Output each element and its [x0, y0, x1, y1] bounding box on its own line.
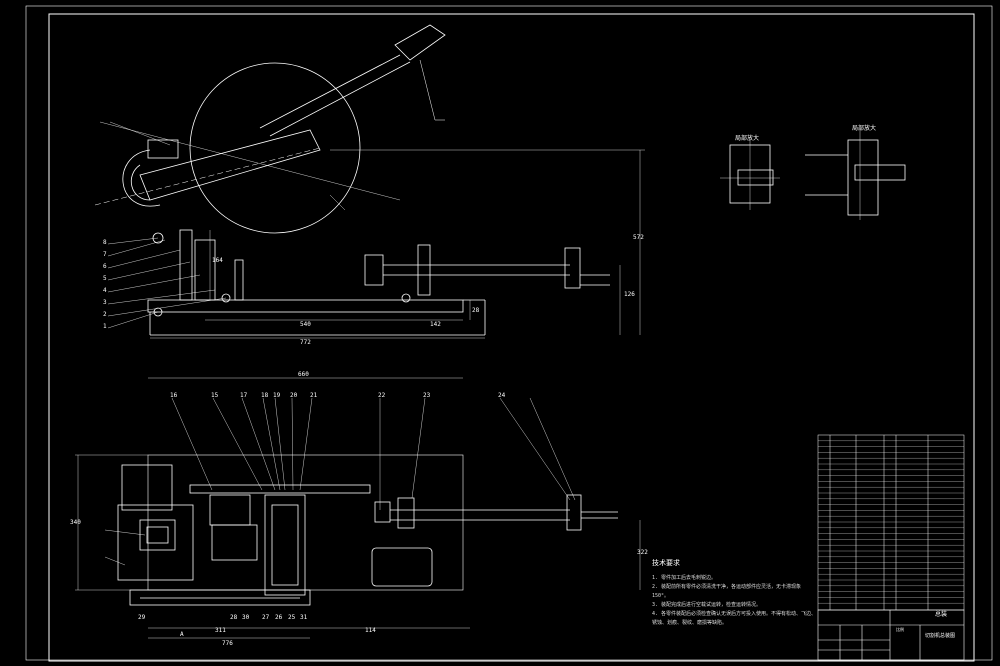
detail-views: [720, 130, 906, 220]
part-number-label: 2: [103, 311, 107, 318]
callout-label: 18: [261, 392, 269, 399]
motor: [121, 464, 173, 511]
title-block-total: 总装: [935, 611, 948, 618]
tech-requirement-line: 3. 装配完成后进行空载试运转，检查运转情况。: [652, 602, 762, 608]
elevation-view: [94, 24, 645, 339]
part-number-label: 8: [103, 239, 107, 246]
part-number-label: 6: [103, 263, 107, 270]
saw-blade: [189, 62, 361, 234]
blade-guard: [122, 149, 161, 207]
callout-label: 19: [273, 392, 281, 399]
dim-plan-width: 660: [298, 371, 309, 378]
callout-label: 25: [288, 614, 296, 621]
dim-top-right-small: 126: [624, 291, 635, 298]
bom-rows: [818, 440, 964, 604]
dim-plan-height: 340: [70, 519, 81, 526]
title-block: [817, 609, 965, 661]
handle-grip: [394, 24, 446, 61]
callout-label: 21: [310, 392, 318, 399]
tech-requirement-line: 2. 装配前所有零件必须清洗干净，各运动部件应灵活，无卡滞现象: [652, 584, 802, 590]
inner-border: [48, 13, 975, 662]
dim-plan-left2: 322: [637, 549, 648, 556]
part-number-label: 7: [103, 251, 107, 258]
dim-top-overall: 772: [300, 339, 311, 346]
outer-border: [25, 5, 993, 661]
dim-top-small: 28: [472, 307, 480, 314]
detail-right-label: 局部放大: [852, 125, 877, 132]
callout-label: 22: [378, 392, 386, 399]
callout-label: 30: [242, 614, 250, 621]
dim-top-vertical-left: 164: [212, 257, 223, 264]
base-plate: [147, 299, 464, 313]
tech-requirement-line: 1. 零件加工后去毛刺锐边。: [652, 575, 717, 581]
plan-view: [75, 377, 641, 639]
tech-requirement-line: 150°。: [652, 593, 670, 599]
callout-label: 23: [423, 392, 431, 399]
callout-label: 16: [170, 392, 178, 399]
callout-label: 24: [498, 392, 506, 399]
part-number-label: 1: [103, 323, 107, 330]
dim-plan-side: A: [180, 631, 184, 638]
part-number-label: 5: [103, 275, 107, 282]
callout-label: 29: [138, 614, 146, 621]
dim-top-len-2: 142: [430, 321, 441, 328]
callout-label: 26: [275, 614, 283, 621]
callout-label: 27: [262, 614, 270, 621]
dim-top-height: 572: [633, 234, 644, 241]
saw-arm: [139, 129, 321, 201]
part-number-label: 4: [103, 287, 107, 294]
dim-plan-total: 776: [222, 640, 233, 647]
dim-plan-right: 114: [365, 627, 376, 634]
callout-label: 20: [290, 392, 298, 399]
title-block-name: 切割机总装图: [925, 633, 956, 639]
tech-requirement-line: 4. 各零件装配后必须检查确认无误后方可投入使用。不得有松动、飞边、: [652, 611, 817, 617]
plan-outline: [147, 454, 464, 591]
callout-label: 28: [230, 614, 238, 621]
tech-requirement-line: 锈蚀、划痕、裂纹、磨损等缺陷。: [652, 620, 728, 626]
dim-top-len-1: 540: [300, 321, 311, 328]
title-block-scale: 比例: [896, 627, 904, 632]
callout-label: 17: [240, 392, 248, 399]
tech-requirements-title: 技术要求: [652, 559, 680, 567]
detail-left-label: 局部放大: [735, 135, 760, 142]
callout-label: 31: [300, 614, 308, 621]
callout-label: 15: [211, 392, 219, 399]
part-number-label: 3: [103, 299, 107, 306]
bom-table: [817, 434, 965, 611]
dim-plan-left: 311: [215, 627, 226, 634]
